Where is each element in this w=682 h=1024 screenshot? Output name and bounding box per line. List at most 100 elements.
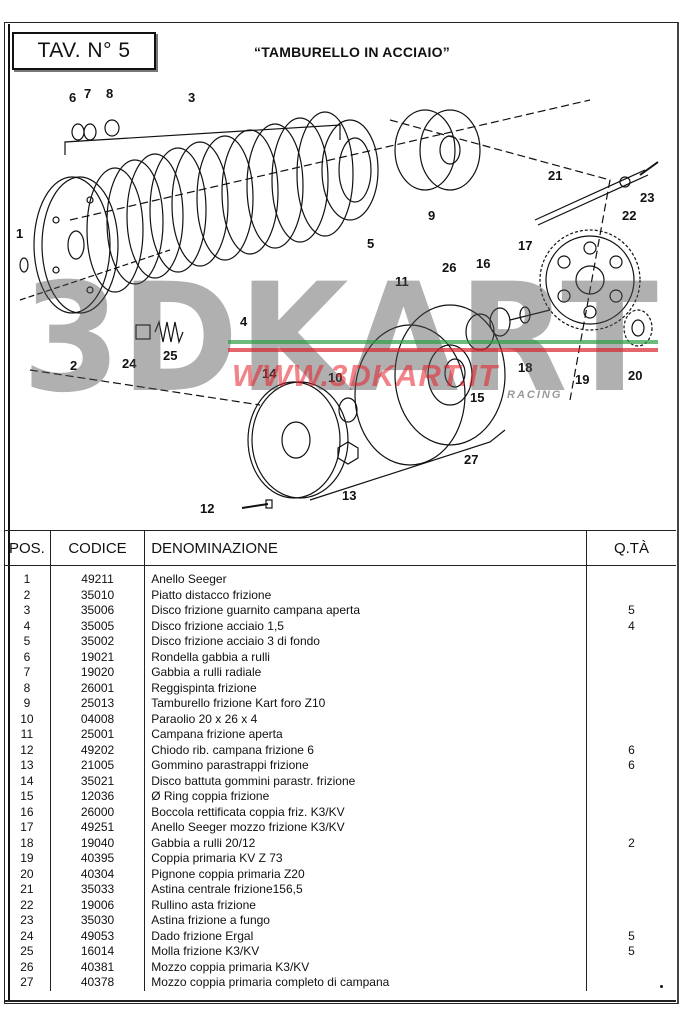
page-frame bbox=[4, 22, 679, 1004]
cell-code: 35002 bbox=[50, 634, 146, 650]
scan-dot bbox=[660, 985, 663, 988]
cell-qty bbox=[586, 960, 676, 976]
rivet-part bbox=[241, 503, 269, 509]
header-pos: POS. bbox=[4, 530, 51, 566]
cell-qty bbox=[586, 588, 676, 604]
cell-name: Gabbia a rulli radiale bbox=[144, 665, 587, 681]
center-rod-part bbox=[534, 169, 646, 221]
cell-pos: 8 bbox=[4, 680, 51, 696]
left-rule bbox=[8, 24, 10, 1000]
cell-code: 12036 bbox=[50, 789, 146, 805]
hub-part bbox=[465, 313, 495, 351]
cell-qty bbox=[586, 665, 676, 681]
cell-name: Disco frizione acciaio 3 di fondo bbox=[144, 634, 587, 650]
cell-name: Disco battuta gommini parastr. frizione bbox=[144, 773, 587, 789]
cell-name: Mozzo coppia primaria K3/KV bbox=[144, 959, 587, 975]
cell-pos: 16 bbox=[4, 804, 51, 820]
mushroom-rod-part bbox=[639, 161, 659, 176]
header-code: CODICE bbox=[50, 530, 146, 566]
cell-qty bbox=[586, 882, 676, 898]
oil-seal-part bbox=[338, 397, 358, 423]
header-name: DENOMINAZIONE bbox=[144, 530, 587, 566]
assembly-line bbox=[19, 249, 171, 301]
cell-code: 40395 bbox=[50, 851, 146, 867]
cell-code: 35030 bbox=[50, 913, 146, 929]
cell-code: 35010 bbox=[50, 587, 146, 603]
callout-22: 22 bbox=[622, 208, 636, 223]
cell-name: Pignone coppia primaria Z20 bbox=[144, 866, 587, 882]
cell-pos: 12 bbox=[4, 742, 51, 758]
cell-code: 49211 bbox=[50, 565, 146, 588]
callout-13: 13 bbox=[342, 488, 356, 503]
cell-name: Dado frizione Ergal bbox=[144, 928, 587, 944]
cell-qty: 5 bbox=[628, 928, 635, 943]
callout-6: 6 bbox=[69, 90, 76, 105]
cell-pos: 17 bbox=[4, 820, 51, 836]
plate-label: TAV. N° 5 bbox=[12, 32, 156, 70]
cell-code: 35033 bbox=[50, 882, 146, 898]
cell-name: Molla frizione K3/KV bbox=[144, 944, 587, 960]
cell-name: Anello Seeger mozzo frizione K3/KV bbox=[144, 820, 587, 836]
pressure-plate-part bbox=[33, 176, 119, 314]
callout-labels: 1 2 3 4 5 6 7 8 9 10 11 12 13 14 15 16 1… bbox=[16, 86, 654, 516]
cell-qty bbox=[586, 820, 676, 836]
cell-pos: 5 bbox=[4, 634, 51, 650]
spring-part bbox=[154, 319, 184, 345]
cell-qty: 6 bbox=[628, 742, 635, 757]
cell-code: 35006 bbox=[50, 603, 146, 619]
primary-gear-part bbox=[539, 229, 641, 331]
cell-qty: 4 bbox=[628, 618, 635, 633]
cell-qty: 5 bbox=[628, 603, 635, 617]
cell-qty bbox=[586, 634, 676, 650]
exploded-diagram: 1 2 3 4 5 6 7 8 9 10 11 12 13 14 15 16 1… bbox=[10, 70, 674, 528]
cell-name: Boccola rettificata coppia friz. K3/KV bbox=[144, 804, 587, 820]
damper-disc-part bbox=[247, 381, 349, 499]
cell-qty bbox=[586, 696, 676, 712]
nut-part bbox=[135, 324, 151, 340]
bottom-rule bbox=[4, 1000, 676, 1002]
cell-qty: 6 bbox=[628, 758, 635, 772]
callout-11: 11 bbox=[395, 274, 409, 289]
cell-pos: 26 bbox=[4, 959, 51, 975]
cell-pos: 10 bbox=[4, 711, 51, 727]
cell-code: 35021 bbox=[50, 773, 146, 789]
cell-pos: 9 bbox=[4, 696, 51, 712]
assembly-line bbox=[69, 99, 591, 221]
cell-code: 19040 bbox=[50, 835, 146, 851]
callout-18: 18 bbox=[518, 360, 532, 375]
callout-20: 20 bbox=[628, 368, 642, 383]
cell-pos: 11 bbox=[4, 727, 51, 743]
callout-26: 26 bbox=[442, 260, 456, 275]
bushing-part bbox=[489, 307, 511, 337]
table-header-row: POS. CODICE DENOMINAZIONE Q.TÀ bbox=[4, 530, 676, 566]
cell-name: Chiodo rib. campana frizione 6 bbox=[144, 742, 587, 758]
roller-cage-part bbox=[519, 306, 531, 324]
cell-qty bbox=[586, 913, 676, 929]
watermark-url: WWW.3DKART.IT bbox=[232, 358, 499, 393]
cell-pos: 18 bbox=[4, 835, 51, 851]
cell-qty bbox=[586, 975, 676, 991]
cell-name: Gabbia a rulli 20/12 bbox=[144, 835, 587, 851]
cell-qty bbox=[586, 867, 676, 883]
callout-25: 25 bbox=[163, 348, 177, 363]
document-title: “TAMBURELLO IN ACCIAIO” bbox=[254, 44, 450, 60]
cell-qty bbox=[586, 805, 676, 821]
callout-24: 24 bbox=[122, 356, 137, 371]
callout-3: 3 bbox=[188, 90, 195, 105]
cell-pos: 15 bbox=[4, 789, 51, 805]
callout-21: 21 bbox=[548, 168, 562, 183]
cell-pos: 24 bbox=[4, 928, 51, 944]
